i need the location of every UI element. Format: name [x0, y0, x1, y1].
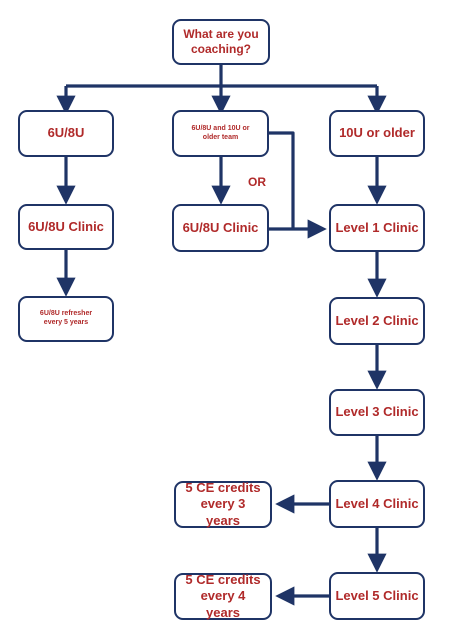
- node-level2-clinic: Level 2 Clinic: [329, 297, 425, 345]
- node-level5-clinic: Level 5 Clinic: [329, 572, 425, 620]
- node-6u8u-clinic-left: 6U/8U Clinic: [18, 204, 114, 250]
- node-6u8u-clinic-mid: 6U/8U Clinic: [172, 204, 269, 252]
- node-level3-clinic: Level 3 Clinic: [329, 389, 425, 436]
- node-ce-every-3-years: 5 CE credits every 3 years: [174, 480, 272, 528]
- node-10u-older: 10U or older: [329, 110, 425, 157]
- node-level4-clinic: Level 4 Clinic: [329, 480, 425, 528]
- node-6u8u-refresher: 6U/8U refresher every 5 years: [18, 296, 114, 342]
- node-mixed-team: 6U/8U and 10U or older team: [172, 110, 269, 157]
- node-question: What are you coaching?: [172, 19, 270, 65]
- node-6u8u: 6U/8U: [18, 110, 114, 157]
- node-ce-every-4-years: 5 CE credits every 4 years: [174, 572, 272, 620]
- connector-mixed-to-level1: [269, 131, 295, 229]
- node-level1-clinic: Level 1 Clinic: [329, 204, 425, 252]
- label-or: OR: [248, 175, 266, 189]
